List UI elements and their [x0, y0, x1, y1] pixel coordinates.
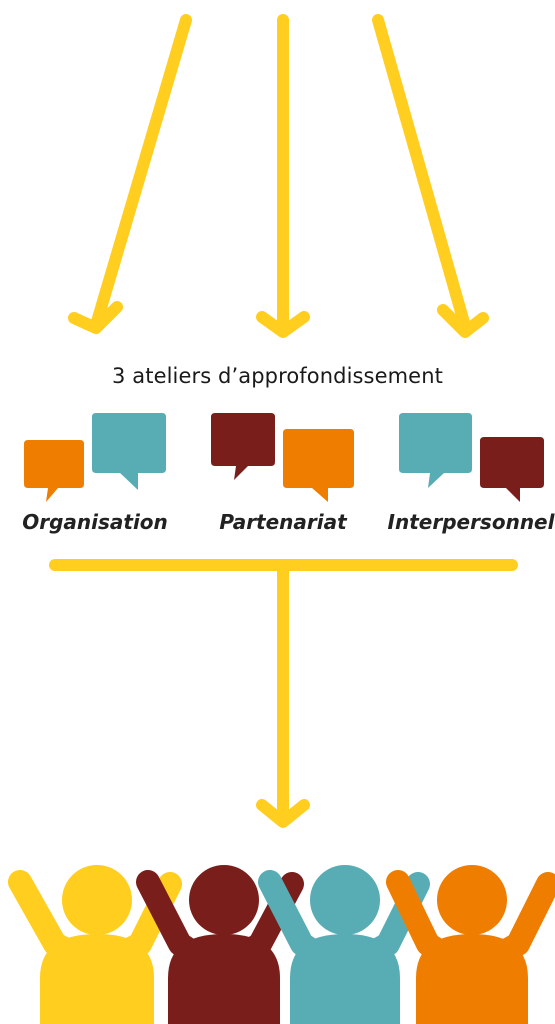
orange-speech-bubble-icon — [24, 440, 84, 502]
maroon-speech-bubble-icon — [211, 413, 275, 480]
arrow-center — [256, 14, 310, 338]
arrow-down-head — [256, 799, 310, 828]
workshop-label-partenariat: Partenariat — [219, 510, 347, 534]
orange-speech-bubble-icon — [283, 429, 354, 502]
maroon-speech-bubble-icon — [480, 437, 544, 502]
maroon-person-icon — [136, 865, 304, 1024]
orange-person-icon — [386, 865, 555, 1024]
top-arrows — [68, 14, 489, 338]
workshop-label-interpersonnel: Interpersonnel — [387, 510, 555, 534]
teal-speech-bubble-icon — [399, 413, 472, 488]
workshops-caption: 3 ateliers d’approfondissement — [112, 364, 443, 388]
merge-connector — [49, 559, 518, 828]
interpersonnel-bubbles — [399, 413, 544, 502]
organisation-bubbles — [24, 413, 166, 502]
teal-speech-bubble-icon — [92, 413, 166, 490]
arrow-right — [372, 14, 489, 338]
workshop-label-organisation: Organisation — [22, 510, 168, 534]
partenariat-bubbles — [211, 413, 354, 502]
arrow-left — [68, 14, 192, 334]
people-group — [8, 865, 555, 1024]
